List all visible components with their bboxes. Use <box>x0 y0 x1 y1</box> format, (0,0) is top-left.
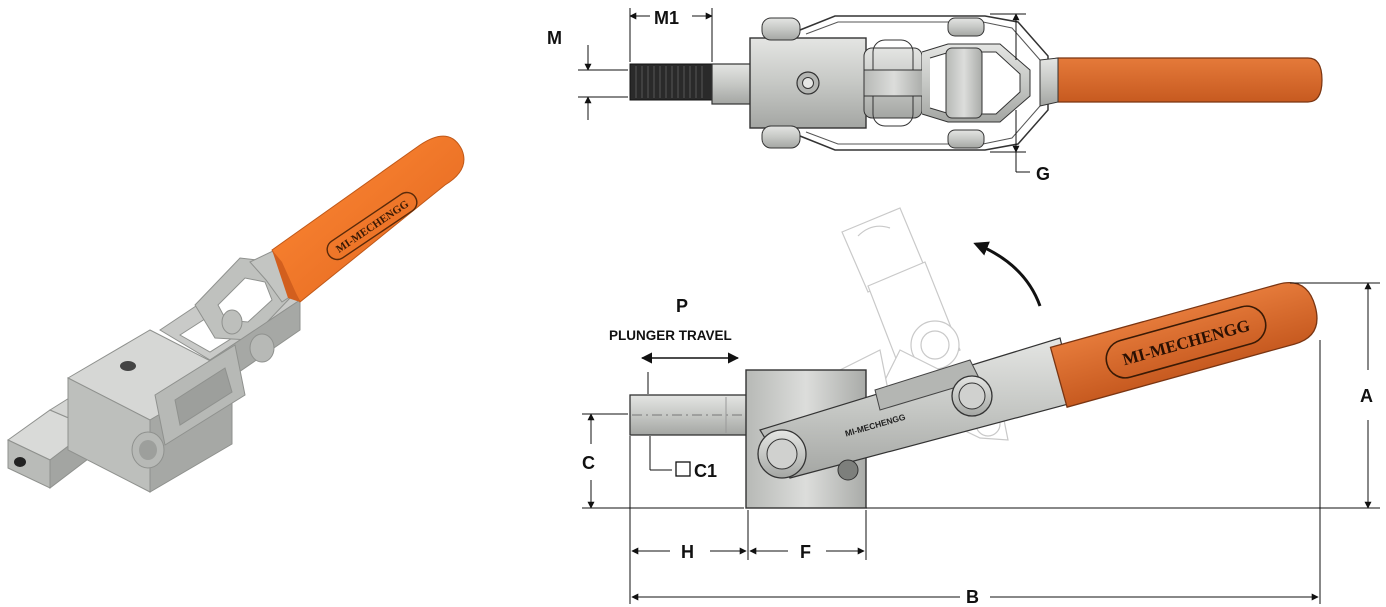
label-p: P <box>676 296 688 316</box>
label-m: M <box>547 28 562 48</box>
side-view: MI-MECHENGG MI-MECHENGG P PLUNGER TRAVEL <box>582 207 1380 607</box>
dim-c <box>582 413 744 509</box>
label-plunger-travel: PLUNGER TRAVEL <box>609 328 732 343</box>
threaded-stud <box>629 63 713 101</box>
handle-top <box>1047 57 1323 103</box>
label-c: C <box>582 453 595 473</box>
roller-pin-top <box>945 47 983 119</box>
square-symbol-icon <box>675 461 691 477</box>
dim-g <box>990 13 1030 173</box>
top-view: M M1 G <box>547 8 1323 184</box>
rotation-arrow <box>973 241 1042 307</box>
clamp-3d-render: MI-MECHENGG <box>7 135 465 493</box>
plunger-top <box>711 63 753 105</box>
label-m1: M1 <box>654 8 679 28</box>
label-b: B <box>966 587 979 607</box>
label-a: A <box>1360 386 1373 406</box>
side-logo-badge <box>1105 305 1267 379</box>
plunger-side <box>629 394 753 436</box>
dim-m1 <box>629 8 713 62</box>
label-c1: C1 <box>694 461 717 481</box>
dim-m <box>578 45 628 120</box>
label-g: G <box>1036 164 1050 184</box>
label-f: F <box>800 542 811 562</box>
handle-logo-badge <box>326 191 418 261</box>
label-h: H <box>681 542 694 562</box>
dim-a <box>1290 282 1380 509</box>
